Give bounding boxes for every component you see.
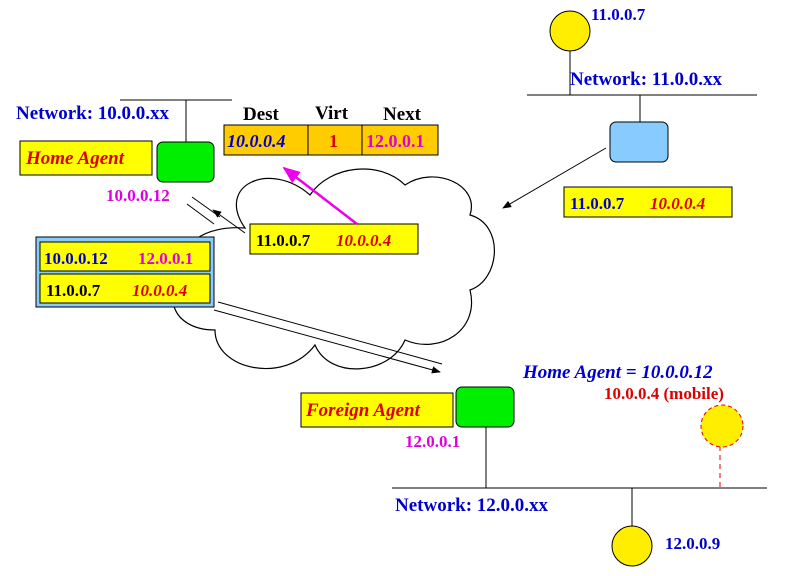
home-agent-ip: 10.0.0.12 xyxy=(106,186,170,205)
remote-packet-src: 11.0.0.7 xyxy=(570,194,625,213)
tunnel-line-d xyxy=(217,301,443,365)
foreign-host-ip: 12.0.0.9 xyxy=(665,534,720,553)
foreign-agent-router[interactable] xyxy=(455,386,515,428)
tunnel-inner-header xyxy=(39,273,211,304)
binding-dest: 10.0.0.4 xyxy=(227,131,286,151)
arrow-remote-to-cloud xyxy=(502,147,607,209)
binding-header-virt: Virt xyxy=(315,103,349,124)
tunnel-inner-dst: 10.0.0.4 xyxy=(132,281,187,300)
internet-cloud xyxy=(172,168,495,370)
home-agent-label-box xyxy=(19,140,153,176)
arrow-cloud-to-home xyxy=(212,209,246,234)
mobile-ip: 10.0.0.4 (mobile) xyxy=(604,384,724,403)
cloud-packet-box xyxy=(249,223,419,255)
binding-virt: 1 xyxy=(329,131,338,151)
cloud-packet-dst: 10.0.0.4 xyxy=(336,231,391,250)
tunnel-outer-header xyxy=(39,241,211,272)
arrow-binding-lookup xyxy=(282,166,358,225)
mobile-home-agent-note: Home Agent = 10.0.0.12 xyxy=(522,362,713,383)
remote-router[interactable] xyxy=(609,121,669,163)
binding-header-next: Next xyxy=(383,104,422,125)
mobile-host[interactable] xyxy=(700,404,744,448)
binding-next: 12.0.0.1 xyxy=(366,131,425,151)
tunnel-inner-src: 11.0.0.7 xyxy=(46,281,101,300)
cloud-packet-src: 11.0.0.7 xyxy=(256,231,311,250)
remote-network-label: Network: 11.0.0.xx xyxy=(570,69,722,90)
home-agent-router[interactable] xyxy=(156,141,215,183)
binding-header-dest: Dest xyxy=(243,104,280,125)
home-network-label: Network: 10.0.0.xx xyxy=(16,103,170,124)
foreign-agent-ip: 12.0.0.1 xyxy=(405,432,460,451)
foreign-host[interactable] xyxy=(611,525,653,567)
home-agent-label: Home Agent xyxy=(25,148,125,169)
tunnel-outer-src: 10.0.0.12 xyxy=(44,249,108,268)
tunnel-line-b xyxy=(186,203,215,225)
remote-packet-box xyxy=(563,186,733,218)
foreign-agent-label: Foreign Agent xyxy=(305,400,421,421)
tunnel-line-a xyxy=(191,196,221,218)
foreign-network-label: Network: 12.0.0.xx xyxy=(395,495,549,516)
foreign-agent-label-box xyxy=(300,392,454,428)
remote-packet-dst: 10.0.0.4 xyxy=(650,194,705,213)
correspondent-host[interactable] xyxy=(549,10,591,52)
tunnel-line-c xyxy=(213,309,441,374)
correspondent-ip: 11.0.0.7 xyxy=(591,5,646,24)
tunnel-outer-dst: 12.0.0.1 xyxy=(138,249,193,268)
binding-table-row xyxy=(223,124,439,156)
